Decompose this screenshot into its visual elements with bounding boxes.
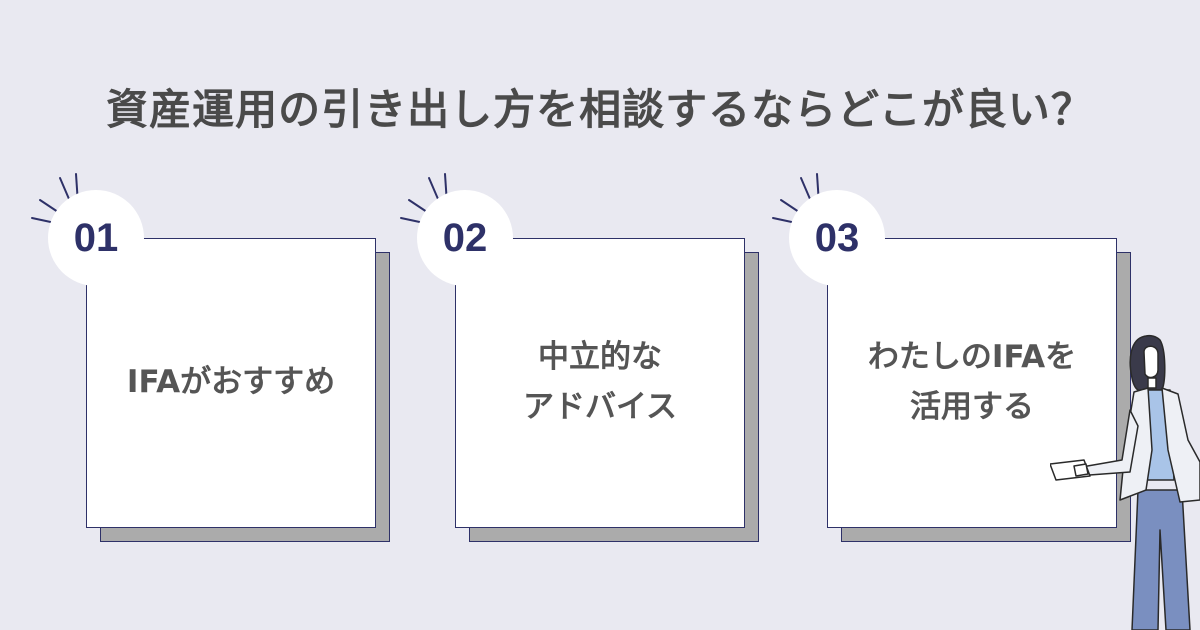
card-face: IFAがおすすめ: [86, 238, 376, 528]
step-card-2: 中立的な アドバイス 02: [400, 173, 759, 542]
card-face: わたしのIFAを 活用する: [827, 238, 1117, 528]
step-number-badge: 02: [417, 190, 513, 286]
step-number-badge: 03: [789, 190, 885, 286]
step-number: 03: [814, 215, 860, 260]
page-title: 資産運用の引き出し方を相談するならどこが良い？: [106, 85, 1094, 134]
step-number: 01: [73, 215, 119, 260]
step-card-3: わたしのIFAを 活用する 03: [772, 173, 1131, 542]
card-text: 中立的な アドバイス: [522, 339, 678, 425]
card-text: わたしのIFAを 活用する: [867, 339, 1077, 425]
card-face: 中立的な アドバイス: [455, 238, 745, 528]
card-text: IFAがおすすめ: [126, 364, 336, 401]
step-number-badge: 01: [48, 190, 144, 286]
step-card-1: IFAがおすすめ 01: [31, 173, 390, 542]
presenter-woman-illustration: [1050, 334, 1200, 630]
step-number: 02: [442, 215, 488, 260]
